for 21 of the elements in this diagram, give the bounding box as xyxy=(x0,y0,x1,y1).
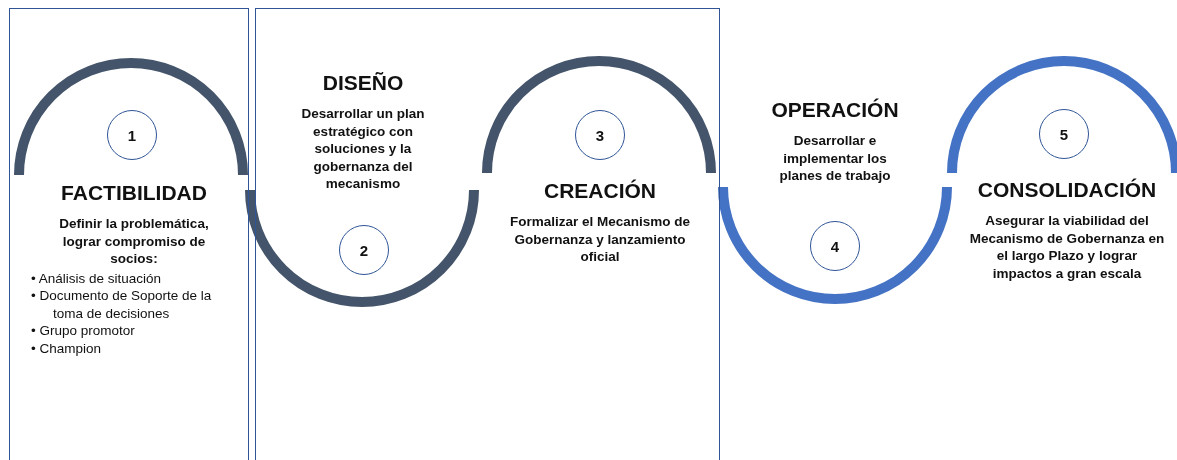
step-number-circle: 5 xyxy=(1039,109,1089,159)
stage-description: Desarrollar e implementar los planes de trabajo xyxy=(778,132,892,185)
stage-title: CREACIÓN xyxy=(543,179,657,203)
stage-description: Desarrollar un plan estratégico con soluciones y la gobernanza del mecanismo xyxy=(300,105,426,193)
bullet-item: • Grupo promotor xyxy=(31,322,136,340)
phase-panel xyxy=(9,8,249,460)
step-number-circle: 1 xyxy=(107,110,157,160)
stage-description: Definir la problemática, lograr compromiso de socios: xyxy=(58,215,210,268)
stage-title: DISEÑO xyxy=(321,71,405,95)
step-number-circle: 3 xyxy=(575,110,625,160)
step-number-circle: 4 xyxy=(810,221,860,271)
stage-title: OPERACIÓN xyxy=(770,98,900,122)
bullet-item: • Documento de Soporte de la toma de decisiones xyxy=(31,287,213,323)
step-number-circle: 2 xyxy=(339,225,389,275)
bullet-item: • Champion xyxy=(31,339,102,358)
stage-description: Formalizar el Mecanismo de Gobernanza y lanzamiento oficial xyxy=(508,213,692,266)
bullet-item: • Análisis de situación xyxy=(31,269,163,288)
stage-description: Asegurar la viabilidad del Mecanismo de Gobernanza en el largo Plazo y lograr impactos a gran escala xyxy=(969,212,1165,283)
stage-title: CONSOLIDACIÓN xyxy=(976,178,1158,202)
phase-panel xyxy=(255,8,720,460)
stage-title: FACTIBILIDAD xyxy=(60,181,208,205)
